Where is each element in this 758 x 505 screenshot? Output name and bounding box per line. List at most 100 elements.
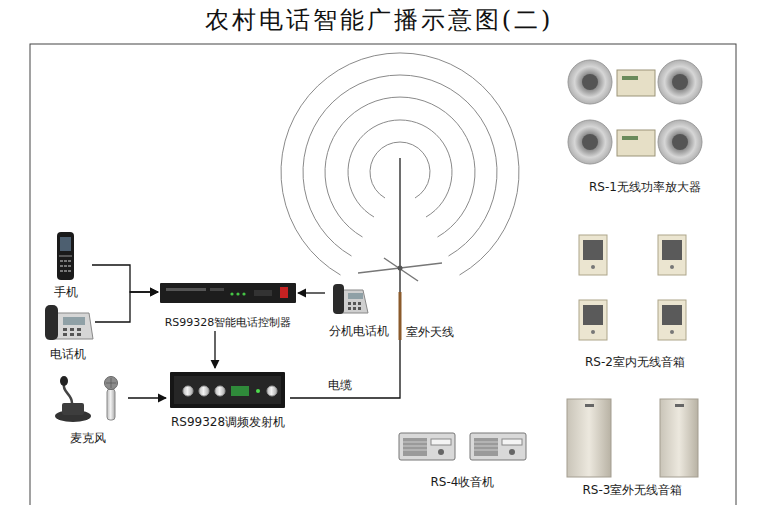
extension-phone-icon: [348, 293, 363, 299]
outdoor-antenna-node: 室外天线: [394, 250, 460, 340]
indoor-speakers: [670, 265, 674, 269]
power-amplifier-set: [672, 134, 688, 150]
mobile-phone-icon: [57, 232, 74, 280]
radio-sets: [474, 446, 498, 447]
microphone-icons: [60, 376, 68, 386]
fm-transmitter-unit: [170, 372, 285, 408]
extension-phone-icon: [358, 302, 361, 305]
power-amplifier-set: [582, 134, 598, 150]
mobile-phone-icon: [60, 270, 63, 272]
radio-sets: [474, 450, 498, 451]
fm-transmitter-unit: [256, 389, 260, 393]
microphone-icons: [62, 403, 84, 415]
connector-label-box: 电缆: [326, 378, 354, 393]
device-label: 麦克风: [68, 430, 108, 446]
microphone-icons: [111, 378, 112, 388]
frame: [30, 44, 736, 505]
mobile-phone-icon: [60, 260, 63, 262]
desk-phone-icon: [63, 333, 67, 336]
extension-phone-node: 分机电话机: [325, 281, 393, 339]
radio-sets: [403, 438, 427, 456]
radio-sets: [403, 446, 427, 447]
power-amplifier-set: [582, 74, 598, 90]
power-amplifier-set: [617, 130, 655, 156]
fm-transmitter-unit: [199, 386, 209, 396]
indoor-speakers: [579, 235, 686, 340]
power-amplifier-set: [568, 60, 612, 104]
antenna-mast: [399, 158, 401, 292]
device-label: RS-4收音机: [429, 474, 497, 490]
microphone-icons: [105, 377, 118, 390]
fm-transmitter-node: RS99328调频发射机: [166, 368, 290, 430]
power-amplifier-set: [568, 60, 702, 164]
connector: [128, 397, 166, 398]
antenna-mast: [358, 263, 442, 273]
device-label: RS-1无线功率放大器: [587, 179, 703, 195]
extension-phone-icon: [348, 307, 351, 310]
microphone-icons: [55, 376, 118, 422]
indoor-speakers: [662, 305, 682, 325]
fm-transmitter-unit: [267, 386, 277, 396]
device-label: RS-2室内无线音箱: [583, 354, 687, 370]
desk-phone-icon: [70, 333, 74, 336]
connector: [214, 331, 215, 368]
connector: [92, 265, 158, 292]
desk-phone-icon: [63, 328, 67, 331]
power-amplifier-set: [672, 74, 688, 90]
radio-sets: [474, 438, 498, 456]
indoor-speakers: [658, 300, 686, 340]
device-label: 分机电话机: [327, 323, 391, 339]
fm-transmitter-unit: [231, 386, 249, 396]
power-amplifier-set: [622, 76, 638, 80]
power-amplifier-set: [568, 120, 612, 164]
mobile-phone-icon: [68, 270, 71, 272]
controller-unit: [236, 292, 239, 295]
indoor-speakers: [658, 235, 686, 275]
connector: [290, 340, 400, 398]
mobile-phone-icon: [64, 260, 67, 262]
fm-transmitter-unit: [215, 386, 225, 396]
extension-phone-icon: [348, 302, 351, 305]
mobile-phone-icon: [68, 265, 71, 267]
connector-label: 电缆: [326, 378, 354, 393]
power-amplifier-set: [658, 60, 702, 104]
microphone-icons: [64, 384, 72, 403]
desk-phone-icon: [45, 305, 58, 340]
outdoor-speaker-node: RS-3室外无线音箱: [560, 396, 705, 498]
desk-phone-icon: [77, 328, 81, 331]
indoor-speakers: [583, 240, 603, 260]
device-label: 电话机: [48, 346, 88, 362]
indoor-speakers: [670, 330, 674, 334]
controller-unit: [230, 292, 233, 295]
radio-sets: [399, 433, 526, 460]
mobile-phone-icon: [64, 265, 67, 267]
mobile-phone-icon: [59, 255, 72, 257]
radio-sets: [470, 433, 526, 460]
indoor-speakers: [583, 305, 603, 325]
device-label: 手机: [52, 284, 80, 300]
device-label: RS99328智能电话控制器: [163, 315, 294, 331]
mobile-phone-icon: [60, 237, 71, 251]
extension-phone-icon: [333, 284, 368, 314]
desk-phone-icon: [45, 305, 93, 340]
mobile-phone-icon: [64, 270, 67, 272]
controller-unit: [254, 290, 272, 296]
connector: [298, 292, 325, 293]
power-amplifier-node: RS-1无线功率放大器: [565, 55, 725, 195]
power-amplifier-set: [617, 70, 655, 96]
radio-sets: [403, 442, 427, 443]
microphone-icons: [107, 389, 115, 420]
desk-phone-icon: [70, 328, 74, 331]
frame: [30, 44, 736, 505]
desk-phone-icon: [77, 333, 81, 336]
desk-phone-icon: [63, 317, 85, 325]
extension-phone-icon: [353, 302, 356, 305]
mobile-phone-node: 手机: [40, 228, 92, 300]
indoor-speakers: [579, 300, 607, 340]
indoor-speaker-node: RS-2室内无线音箱: [565, 212, 705, 370]
microphone-node: 麦克风: [48, 372, 128, 446]
